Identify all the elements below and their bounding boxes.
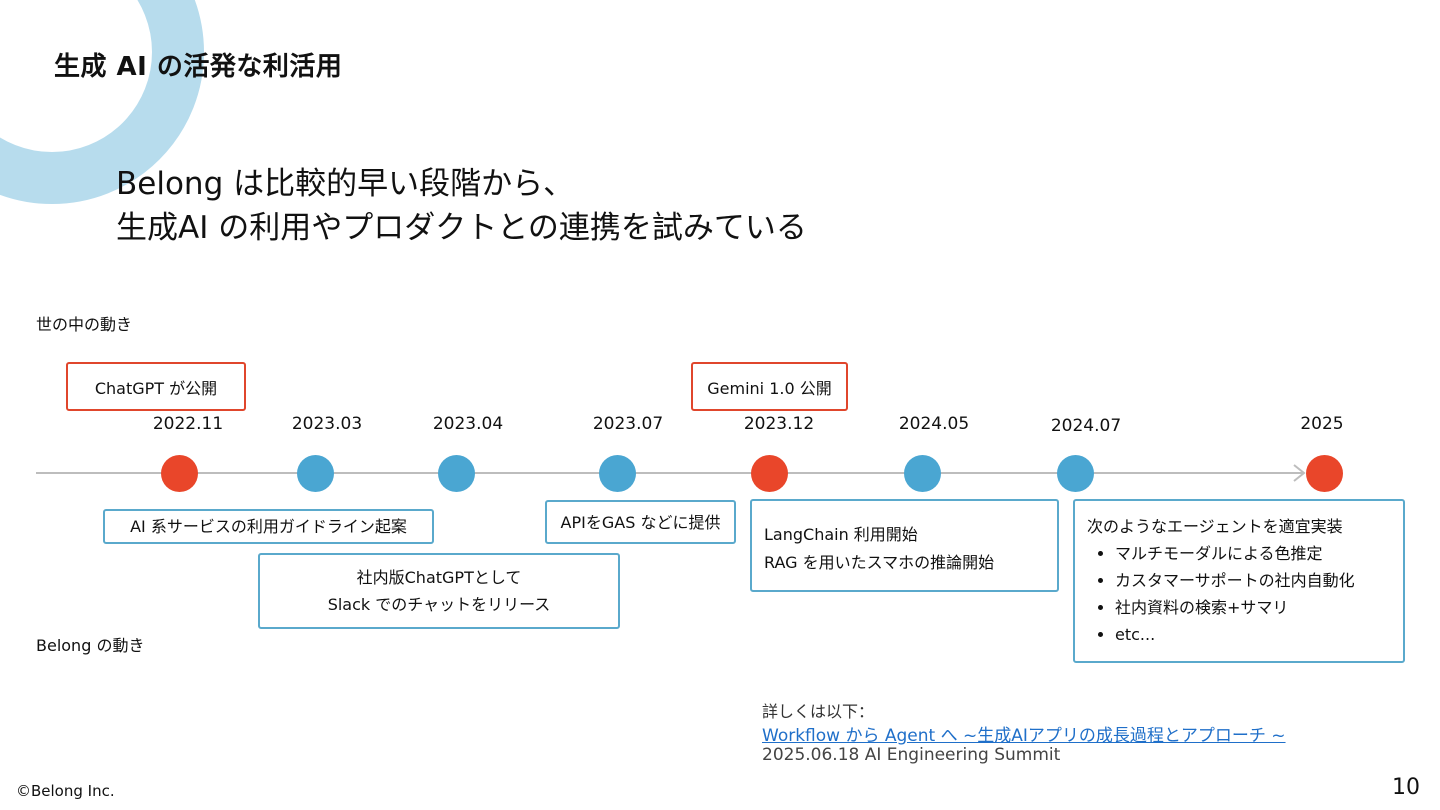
belong-events-label: Belong の動き bbox=[36, 636, 145, 655]
milestone-dot-future bbox=[1306, 455, 1343, 492]
event-guideline: AI 系サービスの利用ガイドライン起案 bbox=[103, 509, 434, 544]
agent-list: マルチモーダルによる色推定 カスタマーサポートの社内自動化 社内資料の検索+サマ… bbox=[1087, 540, 1403, 648]
headline-line-2: 生成AI の利用やプロダクトとの連携を試みている bbox=[116, 210, 807, 246]
world-events-label: 世の中の動き bbox=[36, 315, 133, 334]
date-label: 2024.07 bbox=[1050, 416, 1122, 436]
event-gemini-release-text: Gemini 1.0 公開 bbox=[707, 378, 832, 398]
event-guideline-text: AI 系サービスの利用ガイドライン起案 bbox=[130, 517, 407, 536]
milestone-dot-belong bbox=[438, 455, 475, 492]
date-label: 2025 bbox=[1300, 414, 1344, 434]
list-item: マルチモーダルによる色推定 bbox=[1115, 540, 1403, 567]
milestone-dot-belong bbox=[599, 455, 636, 492]
event-slack-chatgpt: 社内版ChatGPTとして Slack でのチャットをリリース bbox=[258, 553, 620, 629]
list-item: 社内資料の検索+サマリ bbox=[1115, 594, 1403, 621]
event-api-gas: APIをGAS などに提供 bbox=[545, 500, 736, 544]
event-chatgpt-release: ChatGPT が公開 bbox=[66, 362, 246, 411]
date-label: 2024.05 bbox=[898, 414, 970, 434]
date-label: 2023.04 bbox=[432, 414, 504, 434]
list-item: カスタマーサポートの社内自動化 bbox=[1115, 567, 1403, 594]
reference-event: 2025.06.18 AI Engineering Summit bbox=[762, 745, 1061, 765]
date-label: 2022.11 bbox=[152, 414, 224, 434]
headline-line-1: Belong は比較的早い段階から、 bbox=[116, 166, 575, 202]
reference-link[interactable]: Workflow から Agent へ ~生成AIアプリの成長過程とアプローチ … bbox=[762, 726, 1286, 746]
headline: Belong は比較的早い段階から、 生成AI の利用やプロダクトとの連携を試み… bbox=[116, 162, 807, 250]
milestone-dot-belong bbox=[297, 455, 334, 492]
date-label: 2023.07 bbox=[592, 414, 664, 434]
list-item: etc... bbox=[1115, 621, 1403, 648]
event-langchain-line-2: RAG を用いたスマホの推論開始 bbox=[764, 553, 995, 572]
milestone-dot-world bbox=[161, 455, 198, 492]
date-label: 2023.03 bbox=[291, 414, 363, 434]
event-chatgpt-release-text: ChatGPT が公開 bbox=[94, 378, 218, 398]
slide-title: 生成 AI の活発な利活用 bbox=[54, 52, 343, 82]
milestone-dot-world bbox=[751, 455, 788, 492]
event-api-gas-text: APIをGAS などに提供 bbox=[560, 512, 721, 532]
page-number: 10 bbox=[1392, 775, 1420, 800]
event-slack-chatgpt-line-2: Slack でのチャットをリリース bbox=[327, 595, 551, 614]
date-label: 2023.12 bbox=[743, 414, 815, 434]
reference-heading: 詳しくは以下： bbox=[762, 702, 875, 721]
copyright: ©Belong Inc. bbox=[16, 782, 115, 800]
event-agents: 次のようなエージェントを適宜実装 マルチモーダルによる色推定 カスタマーサポート… bbox=[1073, 499, 1405, 663]
event-langchain-line-1: LangChain 利用開始 bbox=[764, 525, 918, 544]
decorative-arc bbox=[0, 0, 204, 204]
event-gemini-release: Gemini 1.0 公開 bbox=[691, 362, 848, 411]
event-langchain: LangChain 利用開始 RAG を用いたスマホの推論開始 bbox=[750, 499, 1059, 592]
event-agents-heading: 次のようなエージェントを適宜実装 bbox=[1087, 517, 1343, 536]
milestone-dot-belong bbox=[904, 455, 941, 492]
milestone-dot-belong bbox=[1057, 455, 1094, 492]
event-slack-chatgpt-line-1: 社内版ChatGPTとして bbox=[356, 568, 522, 587]
